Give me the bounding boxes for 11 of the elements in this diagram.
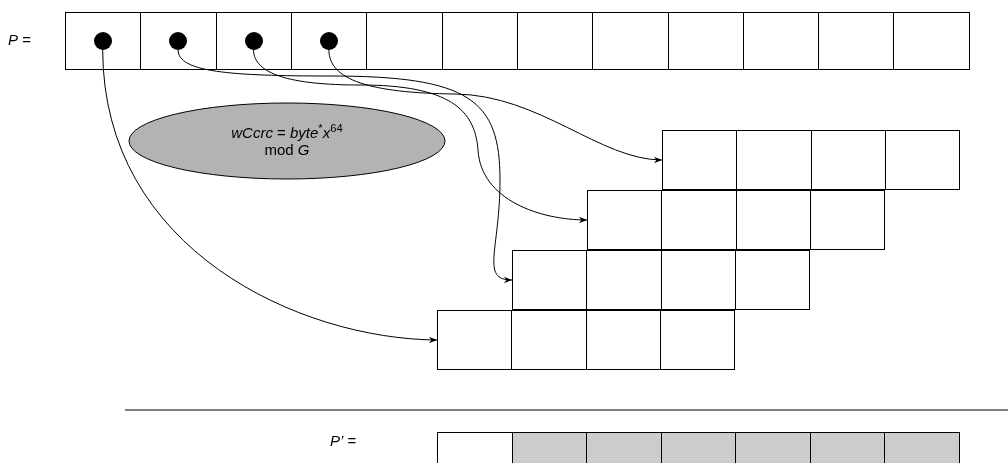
cell-row bbox=[587, 190, 885, 250]
cell-row bbox=[512, 250, 810, 310]
curved-arrow bbox=[177, 49, 513, 283]
row-label: P = bbox=[8, 31, 31, 49]
cell-row bbox=[437, 310, 735, 370]
curved-arrow bbox=[253, 49, 588, 223]
curved-arrow bbox=[328, 49, 663, 163]
cell-row bbox=[662, 130, 960, 190]
formula-text: wCcrc = byte$^{*}$x$^{64}$ mod G bbox=[230, 124, 344, 158]
curved-arrow bbox=[102, 49, 438, 343]
row-label: P’ = bbox=[330, 432, 357, 450]
